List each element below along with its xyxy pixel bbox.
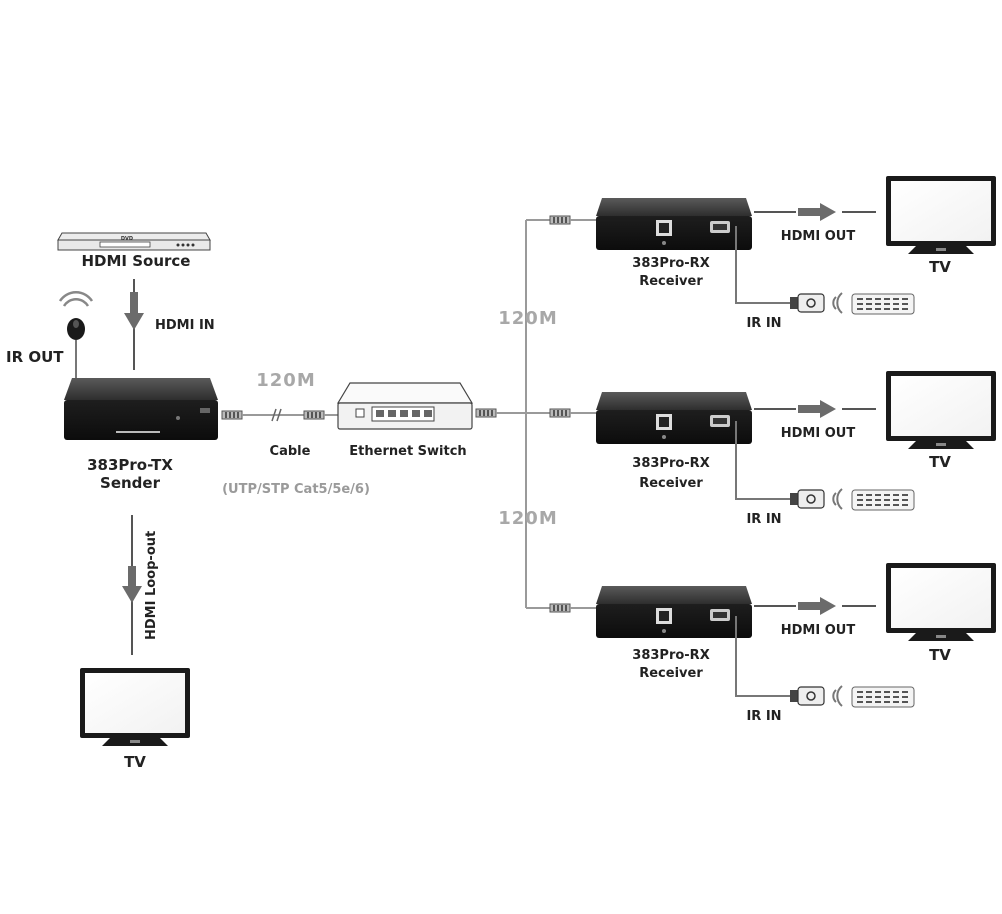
hdmi-source-device: DVD (57, 232, 211, 251)
remote-control-icon (851, 489, 915, 511)
sender-tv (80, 668, 190, 746)
ir-in-label: IR IN (746, 709, 781, 724)
receiver-tv-label: TV (929, 646, 951, 664)
hdmi-in-arrow (124, 292, 144, 330)
hdmi-out-label: HDMI OUT (781, 426, 856, 441)
hdmi-source-label: HDMI Source (82, 252, 191, 270)
ir-out-label: IR OUT (6, 348, 64, 366)
switch-uplink-cables (475, 215, 596, 613)
branch-distance-2: 120M (498, 508, 558, 529)
receiver-unit: 383Pro-RX Receiver HDMI OUT TV IR IN (596, 371, 996, 527)
branch-distance-1: 120M (498, 308, 558, 329)
hdmi-out-label: HDMI OUT (781, 623, 856, 638)
receiver-name-line1: 383Pro-RX (632, 256, 709, 271)
ir-in-label: IR IN (746, 512, 781, 527)
hdmi-out-arrow (798, 400, 836, 418)
receiver-name-line2: Receiver (639, 476, 703, 491)
ir-in-label: IR IN (746, 316, 781, 331)
receiver-tv (886, 371, 996, 449)
network-cable (221, 408, 338, 422)
hdmi-in-label: HDMI IN (155, 318, 215, 333)
ir-signal-icon (832, 292, 843, 314)
receiver-name-line1: 383Pro-RX (632, 648, 709, 663)
ethernet-switch (336, 382, 474, 430)
receiver-tv (886, 176, 996, 254)
receiver-unit: 383Pro-RX Receiver HDMI OUT TV IR IN (596, 176, 996, 331)
loop-arrow (122, 566, 142, 603)
ir-receiver-eye (790, 489, 825, 509)
receiver-name-line1: 383Pro-RX (632, 456, 709, 471)
source-device-text: DVD (121, 236, 133, 242)
hdmi-out-arrow (798, 597, 836, 615)
receiver-name-line2: Receiver (639, 274, 703, 289)
cable-types-label: (UTP/STP Cat5/5e/6) (222, 482, 370, 497)
sender-name-line2: Sender (100, 474, 161, 492)
ir-receiver-eye (790, 293, 825, 313)
switch-label: Ethernet Switch (349, 444, 466, 459)
sender-name-line1: 383Pro-TX (87, 456, 173, 474)
ir-signal-icon (832, 685, 843, 707)
hdmi-out-arrow (798, 203, 836, 221)
receiver-name-line2: Receiver (639, 666, 703, 681)
receiver-tv (886, 563, 996, 641)
receiver-tv-label: TV (929, 258, 951, 276)
ir-signal-icon (832, 488, 843, 510)
hdmi-out-label: HDMI OUT (781, 229, 856, 244)
remote-control-icon (851, 686, 915, 708)
sender-device (64, 378, 218, 440)
ir-receiver-eye (790, 686, 825, 706)
remote-control-icon (851, 293, 915, 315)
sender-tv-label: TV (124, 753, 146, 771)
link-distance-label: 120M (256, 370, 316, 391)
cable-label: Cable (270, 444, 311, 459)
hdmi-loop-label: HDMI Loop-out (144, 531, 159, 640)
receiver-tv-label: TV (929, 453, 951, 471)
receiver-unit: 383Pro-RX Receiver HDMI OUT TV IR IN (596, 563, 996, 724)
